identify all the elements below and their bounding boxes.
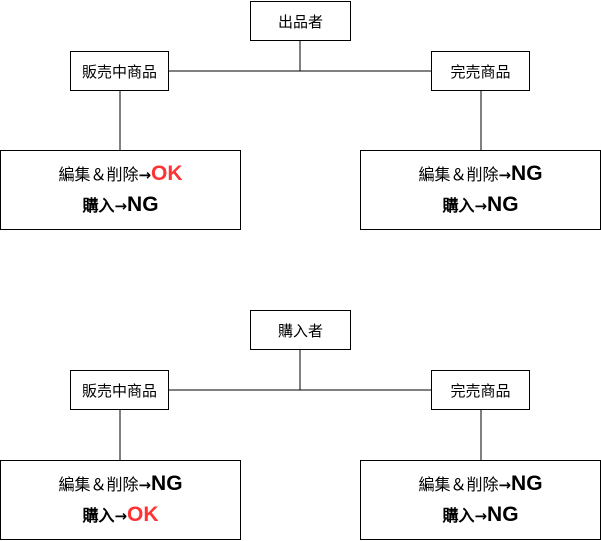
arrow-icon: → [114, 507, 128, 525]
action-label: 編集＆削除 [58, 165, 139, 184]
action-label: 編集＆削除 [418, 165, 499, 184]
node-label: 販売中商品 [81, 62, 157, 81]
permission-row: 編集＆削除 → NG [418, 469, 542, 500]
root-node-label: 購入者 [277, 321, 323, 340]
permission-box: 編集＆削除 → NG 購入 → NG [360, 460, 601, 540]
arrow-icon: → [138, 166, 152, 184]
node-label: 販売中商品 [81, 381, 157, 400]
action-label: 購入 [82, 506, 115, 525]
arrow-icon: → [114, 197, 128, 215]
permission-row: 編集＆削除 → NG [418, 159, 542, 190]
result-ng: NG [127, 193, 159, 216]
permission-row: 編集＆削除 → OK [58, 159, 182, 190]
permission-row: 購入 → OK [82, 500, 158, 531]
action-label: 購入 [442, 196, 475, 215]
arrow-icon: → [138, 476, 152, 494]
root-node-buyer: 購入者 [250, 310, 351, 350]
permission-row: 購入 → NG [442, 500, 518, 531]
permission-row: 購入 → NG [442, 190, 518, 221]
result-ng: NG [487, 503, 519, 526]
arrow-icon: → [498, 476, 512, 494]
result-ng: NG [151, 472, 183, 495]
result-ok: OK [127, 503, 159, 526]
permission-box: 編集＆削除 → NG 購入 → NG [360, 150, 601, 230]
action-label: 購入 [82, 196, 115, 215]
action-label: 購入 [442, 506, 475, 525]
result-ok: OK [151, 162, 183, 185]
permission-box: 編集＆削除 → OK 購入 → NG [0, 150, 241, 230]
node-label: 完売商品 [450, 62, 511, 81]
result-ng: NG [487, 193, 519, 216]
node-on-sale-items: 販売中商品 [70, 370, 169, 410]
node-on-sale-items: 販売中商品 [70, 51, 169, 91]
root-node-seller: 出品者 [250, 1, 351, 41]
arrow-icon: → [474, 507, 488, 525]
root-node-label: 出品者 [277, 12, 323, 31]
node-sold-out-items: 完売商品 [431, 370, 530, 410]
result-ng: NG [511, 162, 543, 185]
action-label: 編集＆削除 [58, 475, 139, 494]
node-sold-out-items: 完売商品 [431, 51, 530, 91]
permission-box: 編集＆削除 → NG 購入 → OK [0, 460, 241, 540]
arrow-icon: → [474, 197, 488, 215]
action-label: 編集＆削除 [418, 475, 499, 494]
node-label: 完売商品 [450, 381, 511, 400]
permission-row: 購入 → NG [82, 190, 158, 221]
permission-row: 編集＆削除 → NG [58, 469, 182, 500]
arrow-icon: → [498, 166, 512, 184]
result-ng: NG [511, 472, 543, 495]
